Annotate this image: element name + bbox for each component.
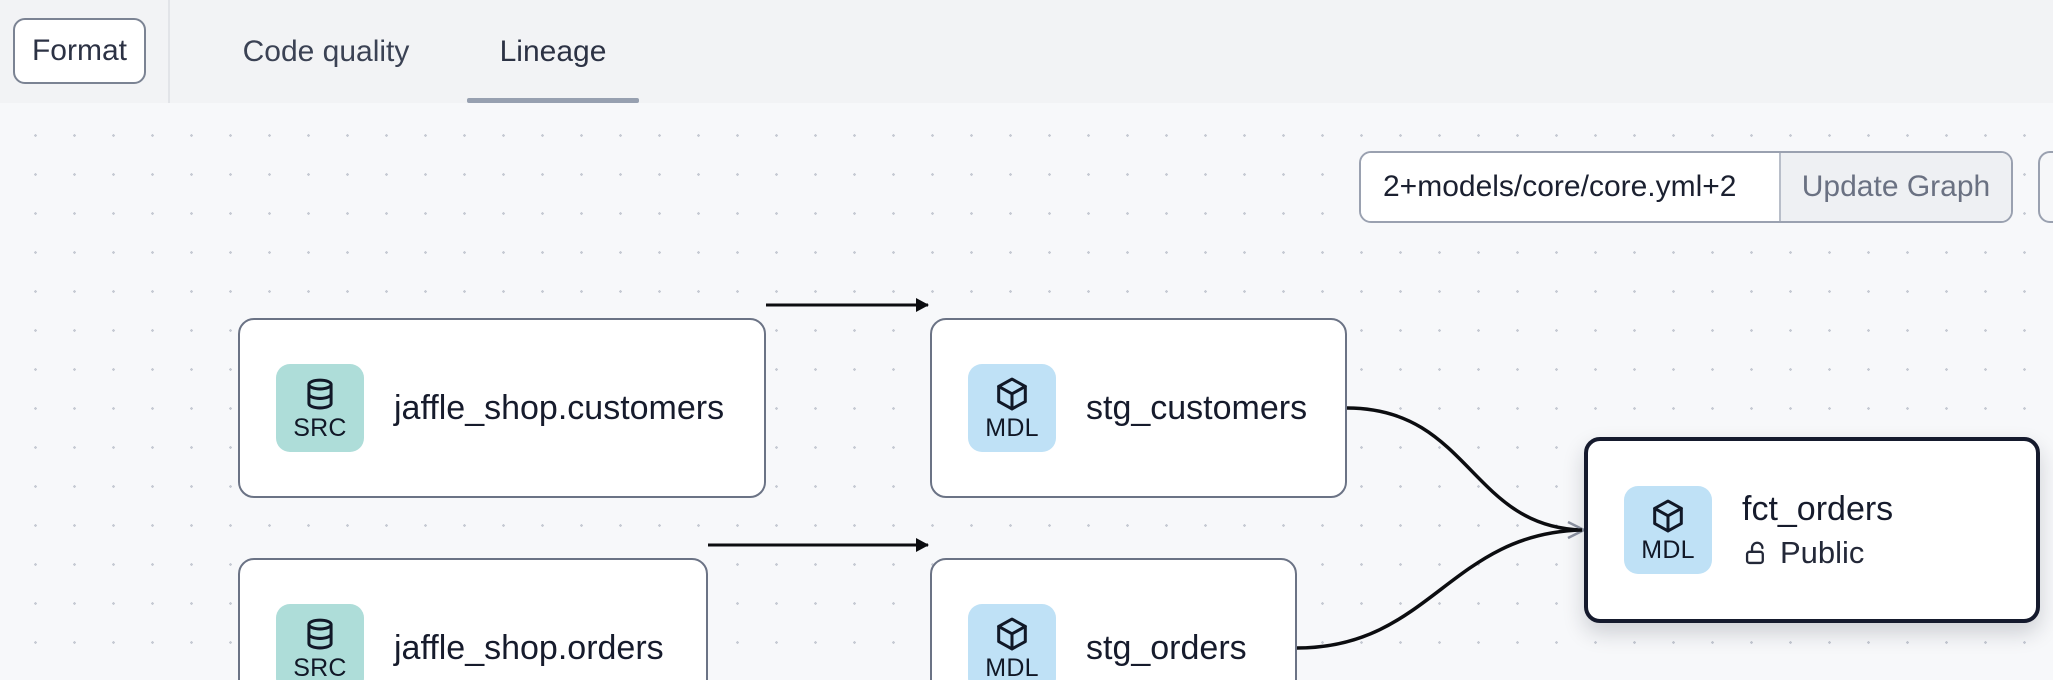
node-title: fct_orders bbox=[1742, 490, 1894, 528]
node-badge-label: MDL bbox=[1641, 536, 1695, 564]
node-badge-label: MDL bbox=[985, 654, 1039, 680]
edge-stg-customers-to-fct-orders bbox=[1346, 406, 1583, 532]
node-title: stg_orders bbox=[1086, 629, 1247, 667]
node-title: jaffle_shop.customers bbox=[394, 389, 725, 427]
edge-arrow-stg-orders bbox=[916, 538, 929, 552]
node-badge-label: MDL bbox=[985, 414, 1039, 442]
tab-lineage[interactable]: Lineage bbox=[467, 0, 639, 103]
node-title: jaffle_shop.orders bbox=[394, 629, 664, 667]
node-title: stg_customers bbox=[1086, 389, 1308, 427]
graph-selector-input[interactable] bbox=[1361, 153, 1779, 221]
format-button[interactable]: Format bbox=[13, 18, 146, 84]
cube-icon bbox=[1649, 497, 1687, 535]
update-graph-button[interactable]: Update Graph bbox=[1779, 153, 2011, 221]
cube-icon bbox=[993, 375, 1031, 413]
unlock-icon bbox=[1742, 539, 1771, 568]
node-body: stg_orders bbox=[1086, 627, 1247, 669]
edge-stg-orders-to-fct-orders bbox=[1296, 528, 1583, 650]
lineage-node-src-customers[interactable]: SRC jaffle_shop.customers bbox=[238, 318, 766, 498]
edge-arrow-stg-customers bbox=[916, 298, 929, 312]
node-badge-src: SRC bbox=[276, 604, 364, 680]
node-body: jaffle_shop.customers bbox=[394, 387, 724, 429]
node-badge-label: SRC bbox=[293, 414, 347, 442]
lineage-node-src-orders[interactable]: SRC jaffle_shop.orders bbox=[238, 558, 708, 680]
node-badge-mdl: MDL bbox=[968, 364, 1056, 452]
graph-selector-toolbar: Update Graph bbox=[1359, 151, 2013, 223]
header-left-section: Format bbox=[0, 0, 170, 103]
edge-arrow-fct-orders-top bbox=[1567, 520, 1587, 540]
lineage-node-stg-customers[interactable]: MDL stg_customers bbox=[930, 318, 1347, 498]
node-body: stg_customers bbox=[1086, 387, 1307, 429]
graph-toolbar-secondary[interactable] bbox=[2038, 151, 2053, 223]
node-badge-mdl: MDL bbox=[1624, 486, 1712, 574]
lineage-node-stg-orders[interactable]: MDL stg_orders bbox=[930, 558, 1297, 680]
tab-code-quality[interactable]: Code quality bbox=[242, 34, 410, 68]
lineage-node-fct-orders[interactable]: MDL fct_orders Public bbox=[1584, 437, 2040, 623]
node-access-row: Public bbox=[1742, 534, 1893, 572]
node-access-label: Public bbox=[1780, 535, 1865, 570]
database-icon bbox=[301, 375, 339, 413]
node-badge-label: SRC bbox=[293, 654, 347, 680]
node-badge-src: SRC bbox=[276, 364, 364, 452]
node-body: fct_orders Public bbox=[1742, 488, 1893, 572]
node-body: jaffle_shop.orders bbox=[394, 627, 664, 669]
database-icon bbox=[301, 615, 339, 653]
cube-icon bbox=[993, 615, 1031, 653]
editor-header: Format Code quality Lineage bbox=[0, 0, 2053, 103]
lineage-canvas[interactable]: SRC jaffle_shop.customers SRC jaffle_sh bbox=[0, 103, 2053, 680]
node-badge-mdl: MDL bbox=[968, 604, 1056, 680]
